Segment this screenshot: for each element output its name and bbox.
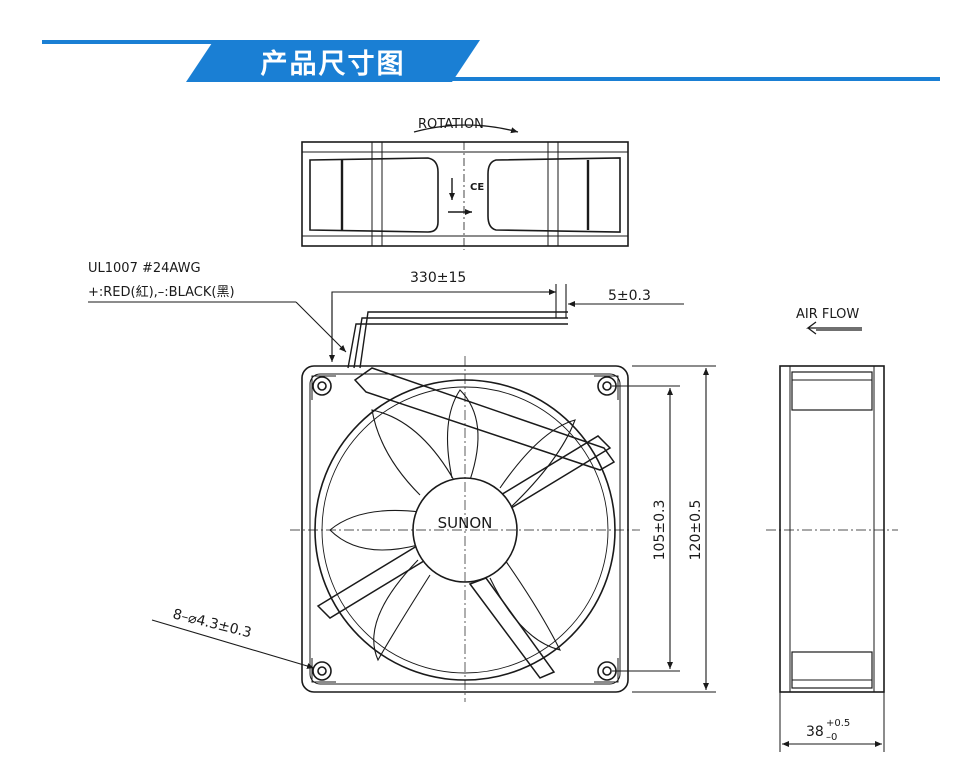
top-view: ROTATION CE <box>301 117 629 250</box>
strip-length-label: 5±0.3 <box>608 288 651 304</box>
thickness-minus-label: –0 <box>826 732 837 743</box>
wire-spec-label: UL1007 #24AWG <box>88 261 201 276</box>
hole-spacing-label: 105±0.3 <box>652 500 668 561</box>
wire-colors-label: +:RED(紅),–:BLACK(黑) <box>88 285 235 300</box>
height-dimensions <box>612 365 716 693</box>
front-view: SUNON <box>290 311 640 702</box>
lead-length-label: 330±15 <box>410 270 466 286</box>
header-rule-right <box>448 77 940 81</box>
page-title: 产品尺寸图 <box>186 40 480 82</box>
header-rule-left <box>42 40 218 44</box>
wire-dimensions <box>88 284 684 362</box>
thickness-plus-label: +0.5 <box>826 718 850 729</box>
frame-size-label: 120±0.5 <box>688 500 704 561</box>
mount-hole-bottom-left <box>312 661 332 681</box>
svg-text:CE: CE <box>470 182 484 193</box>
thickness-base-label: 38 <box>806 724 824 740</box>
mount-holes-label: 8–⌀4.3±0.3 <box>171 606 253 641</box>
side-view: AIR FLOW <box>766 307 898 752</box>
rotation-label: ROTATION <box>418 117 484 132</box>
lead-wires <box>347 311 568 369</box>
mount-hole-top-left <box>312 376 332 396</box>
air-flow-label: AIR FLOW <box>796 307 859 322</box>
